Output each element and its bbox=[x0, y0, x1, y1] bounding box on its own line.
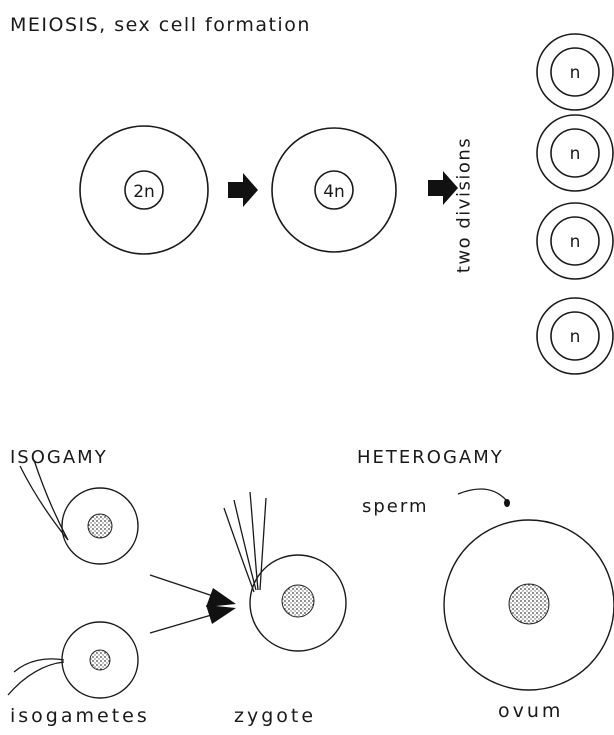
arrow-right-icon bbox=[428, 171, 458, 205]
haploid-cell: n bbox=[536, 297, 614, 375]
two-divisions-label: two divisions bbox=[453, 136, 475, 274]
haploid-label: n bbox=[570, 144, 581, 164]
haploid-cell: n bbox=[536, 114, 614, 192]
cell-4n-label: 4n bbox=[323, 182, 345, 202]
isogamete-lower bbox=[7, 621, 139, 699]
heterogamy-heading: HETEROGAMY bbox=[357, 447, 504, 468]
haploid-label: n bbox=[570, 327, 581, 347]
haploid-label: n bbox=[570, 232, 581, 252]
cell-2n: 2n bbox=[79, 125, 209, 255]
haploid-label: n bbox=[570, 63, 581, 83]
haploid-cell: n bbox=[536, 202, 614, 280]
fusion-arrow-upper bbox=[149, 574, 236, 607]
haploid-cell: n bbox=[536, 33, 614, 111]
fusion-arrow-lower bbox=[149, 605, 236, 634]
cell-4n: 4n bbox=[271, 127, 397, 253]
isogamy-heading: ISOGAMY bbox=[10, 447, 108, 468]
ovum-label: ovum bbox=[498, 700, 564, 722]
sperm-label: sperm bbox=[362, 496, 429, 517]
zygote-label: zygote bbox=[234, 705, 317, 727]
sperm bbox=[457, 488, 510, 507]
isogametes-label: isogametes bbox=[10, 705, 150, 727]
ovum-cell bbox=[443, 519, 614, 691]
meiosis-title: MEIOSIS, sex cell formation bbox=[10, 14, 311, 36]
cell-2n-label: 2n bbox=[133, 182, 155, 202]
arrow-right-icon bbox=[228, 173, 258, 207]
zygote-cell bbox=[223, 491, 347, 652]
isogamete-upper bbox=[19, 459, 139, 565]
